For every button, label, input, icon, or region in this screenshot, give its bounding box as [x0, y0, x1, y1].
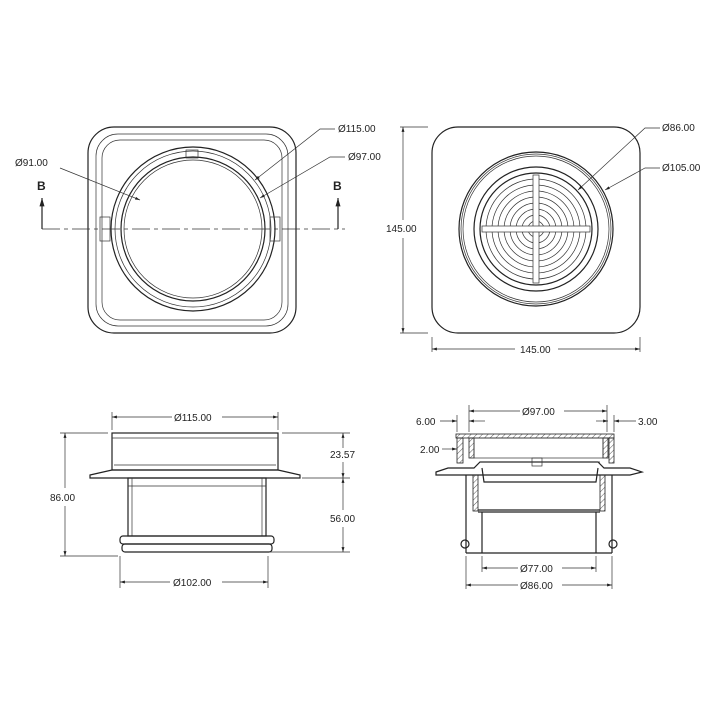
section-view: Ø97.00 6.00 3.00 2.00 Ø77.00 Ø86.00: [416, 405, 658, 592]
dim-label: Ø77.00: [520, 564, 553, 575]
dim-label: 2.00: [420, 445, 440, 456]
dim-label: Ø91.00: [15, 158, 48, 169]
dim-label: 23.57: [330, 450, 355, 461]
dim-label: 145.00: [386, 224, 417, 235]
dim-label: Ø97.00: [348, 152, 381, 163]
dim-label: Ø115.00: [338, 124, 376, 135]
dim-label: Ø86.00: [662, 123, 695, 134]
top-view-right: Ø86.00 Ø105.00 145.00 145.00: [386, 123, 701, 356]
dim-label: Ø105.00: [662, 163, 701, 174]
dim-label: Ø102.00: [173, 578, 212, 589]
dim-label: Ø86.00: [520, 581, 553, 592]
dim-label: 56.00: [330, 514, 355, 525]
dim-label: 6.00: [416, 417, 436, 428]
dim-label: 86.00: [50, 493, 75, 504]
dim-label: Ø97.00: [522, 407, 555, 418]
top-view-left: B B Ø91.00 Ø115.00 Ø97.00: [15, 124, 381, 334]
dim-label: Ø115.00: [174, 413, 212, 424]
dim-label: 145.00: [520, 345, 551, 356]
section-label-left: B: [37, 179, 46, 193]
side-view: Ø115.00 23.57 56.00 86.00 Ø102.00: [50, 412, 355, 589]
section-label-right: B: [333, 179, 342, 193]
dim-label: 3.00: [638, 417, 658, 428]
